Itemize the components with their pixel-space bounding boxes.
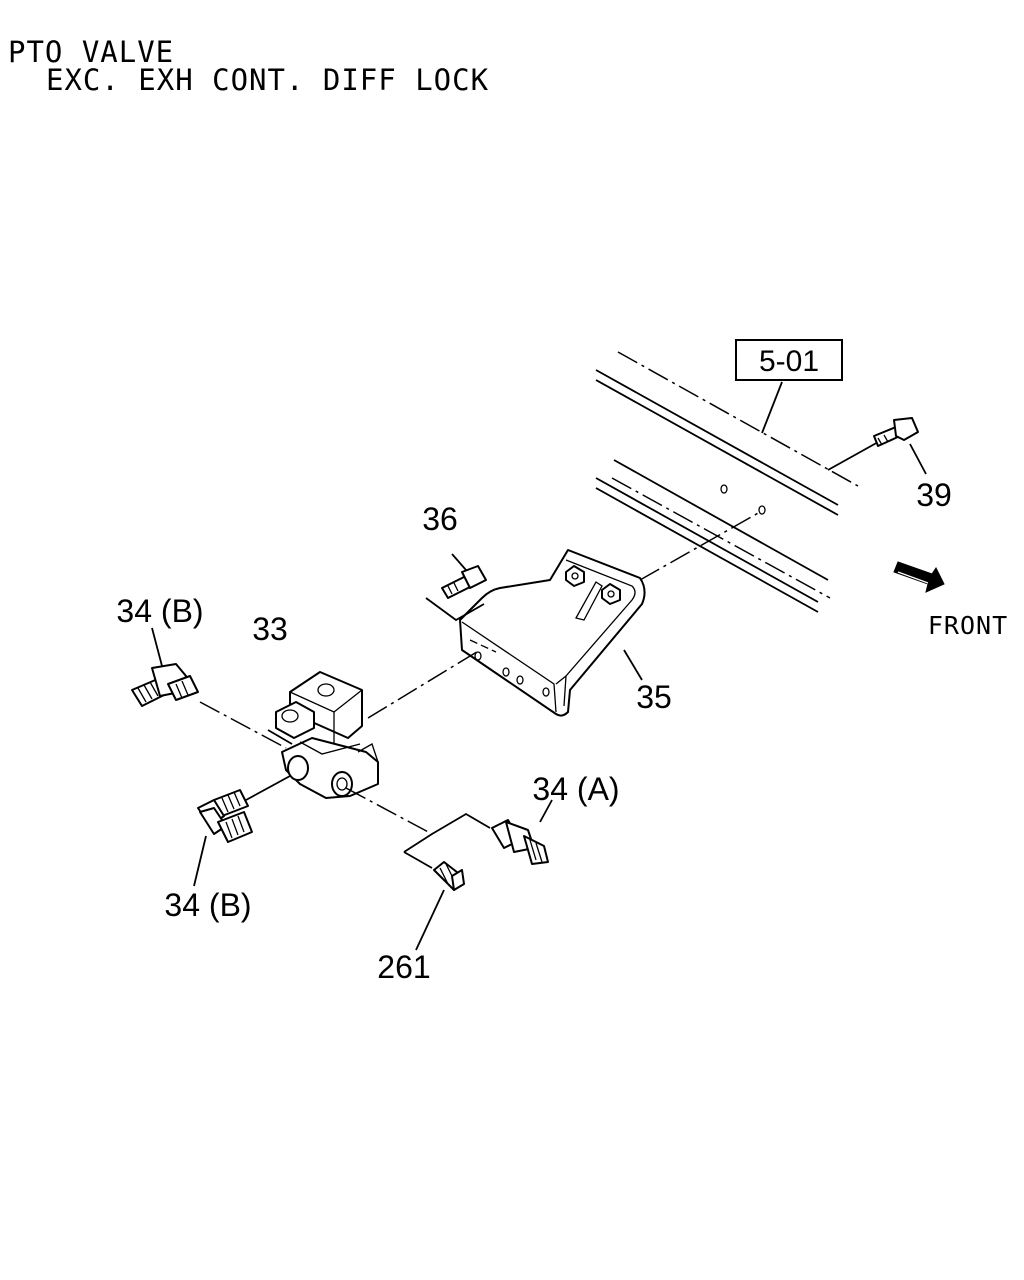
fitting-34b-upper [131, 627, 199, 707]
callout-36: 36 [422, 501, 458, 537]
reference-box: 5-01 [735, 339, 843, 434]
callout-34a: 34 (A) [532, 771, 619, 807]
plug-261 [415, 861, 465, 951]
callout-34b-upper: 34 (B) [116, 593, 203, 629]
bolt-36 [425, 553, 487, 622]
diagram-title: PTO VALVE [8, 35, 175, 69]
callout-34b-lower: 34 (B) [164, 887, 251, 923]
frame-rail [595, 351, 859, 613]
fitting-34a [491, 799, 553, 865]
callout-33: 33 [252, 611, 288, 647]
callout-39: 39 [916, 477, 952, 513]
reference-box-label: 5-01 [759, 345, 819, 378]
pto-valve-33 [267, 671, 379, 799]
callout-35: 35 [636, 679, 672, 715]
front-label: FRONT [928, 611, 1008, 640]
front-arrow-icon [893, 561, 945, 593]
diagram-subtitle: EXC. EXH CONT. DIFF LOCK [46, 63, 490, 97]
bracket-35 [459, 549, 646, 717]
bolt-39 [827, 417, 927, 475]
fitting-34b-lower [193, 775, 291, 887]
callout-261: 261 [377, 949, 430, 985]
